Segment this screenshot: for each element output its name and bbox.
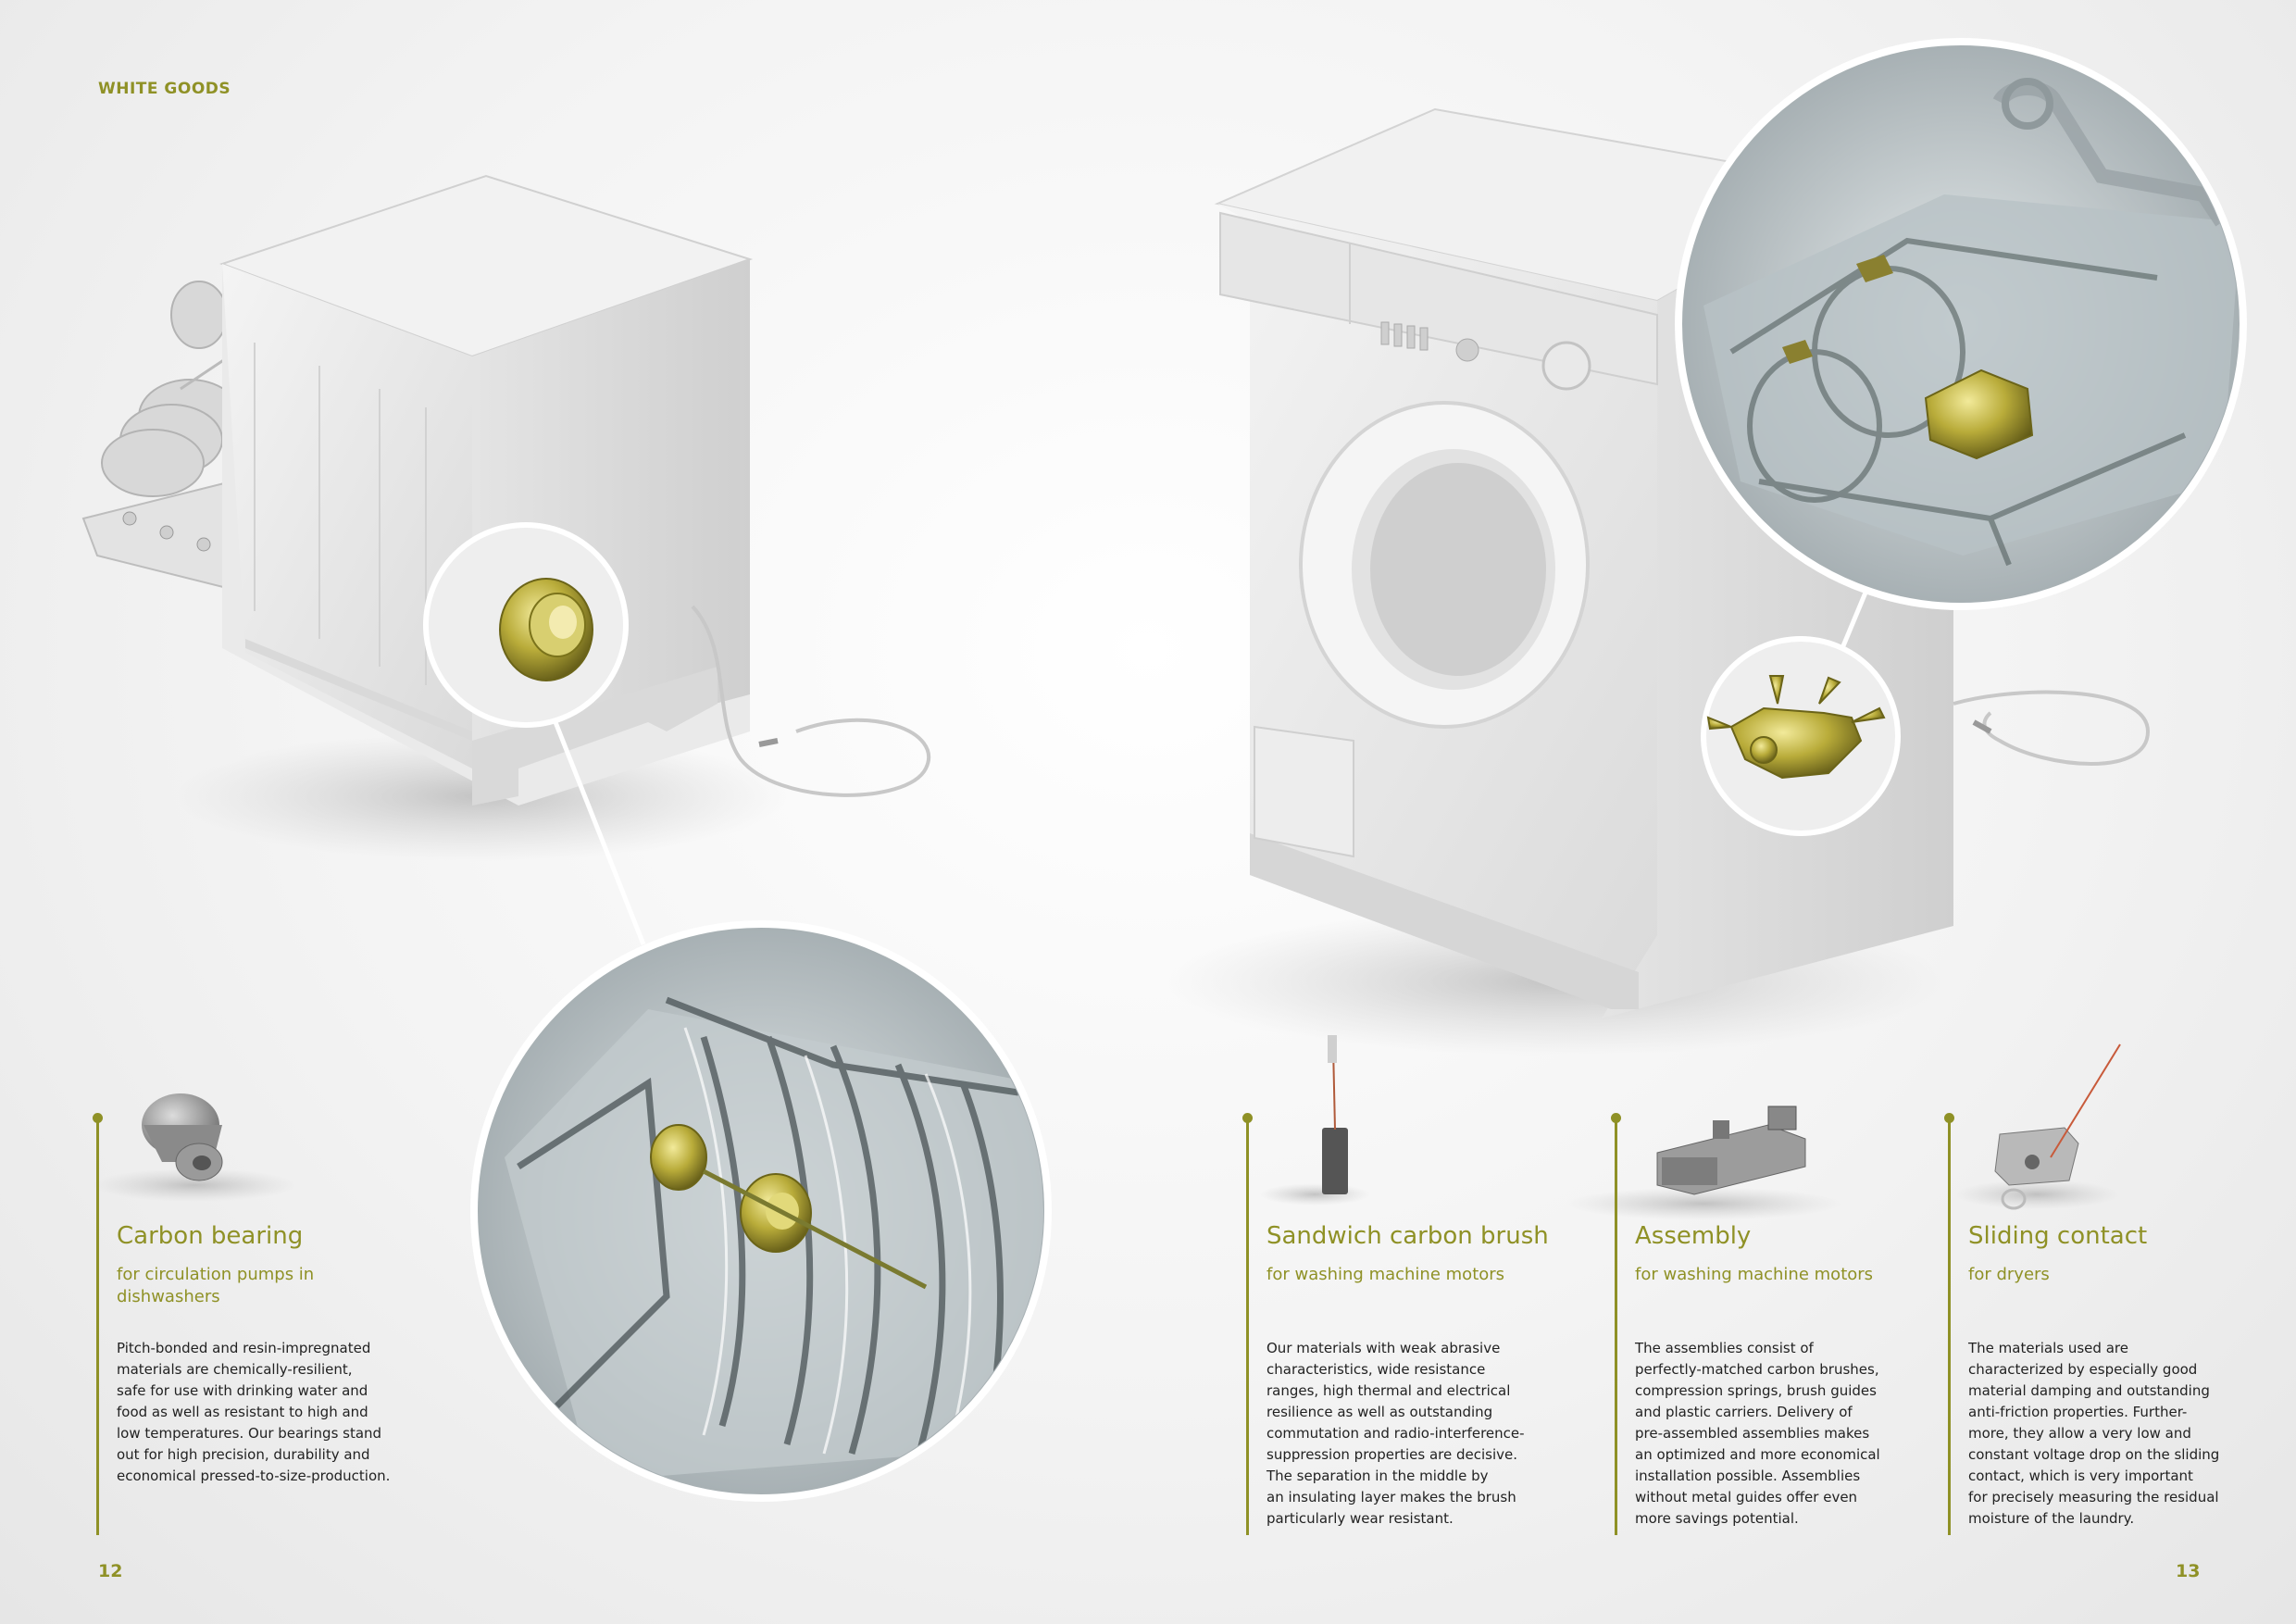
product-subtitle: for washing machine motors [1635,1265,1874,1284]
product-subtitle: for dryers [1968,1265,2050,1284]
product-description: The assemblies consist of perfectly-matc… [1635,1340,1880,1527]
product-title: Assembly [1635,1222,1752,1250]
dishwasher [81,174,930,861]
product-subtitle: for circulation pumps in dishwashers [117,1265,315,1306]
assembly-callout [1701,592,1901,836]
accent-rule [93,1113,103,1535]
accent-rule [1242,1113,1253,1535]
product-title: Carbon bearing [117,1222,304,1250]
motor-zoom [1675,38,2247,610]
product-title: Sandwich carbon brush [1267,1222,1549,1250]
section-label: WHITE GOODS [98,80,231,98]
carbon-bearing-thumbnail [93,1093,296,1202]
page-number-right: 13 [2176,1561,2201,1581]
pump-cutaway-zoom [470,920,1052,1502]
product-title: Sliding contact [1968,1222,2148,1250]
product-description: The materials used are characterized by … [1968,1340,2220,1527]
product-description: Pitch-bonded and resin-impregnated mater… [117,1340,391,1484]
page-number-left: 12 [98,1561,123,1581]
assembly-thumbnail [1565,1106,1842,1220]
sandwich-carbon-brush-thumbnail [1259,1035,1370,1206]
sliding-contact-thumbnail [1953,1043,2121,1210]
product-subtitle: for washing machine motors [1267,1265,1505,1284]
accent-rule [1944,1113,1954,1535]
accent-rule [1611,1113,1621,1535]
product-description: Our materials with weak abrasive charact… [1267,1340,1525,1527]
carbon-bearing-callout [423,522,646,945]
